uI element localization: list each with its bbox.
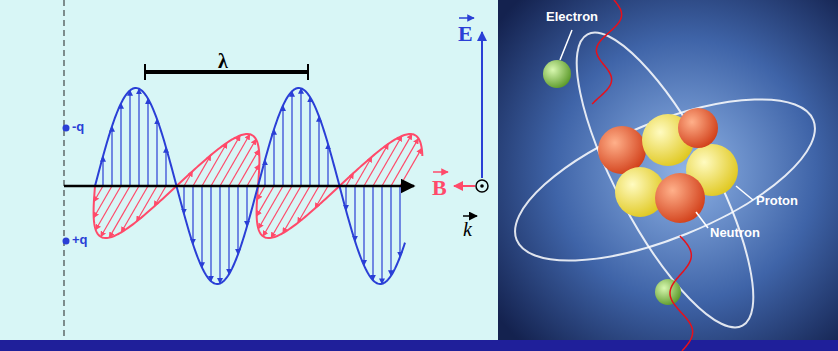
b-field-arrow [382, 134, 412, 186]
wave-squiggle [670, 236, 693, 351]
b-field-arrow [298, 186, 319, 223]
bottom-bar [0, 340, 838, 351]
b-field-arrow [220, 134, 250, 186]
e-field-arrow [273, 129, 274, 186]
field-label: E [458, 22, 473, 46]
b-vector [454, 185, 475, 187]
b-field-arrow [238, 150, 259, 186]
e-field-arrow [381, 186, 382, 284]
neutron-ball [678, 108, 718, 148]
e-field-arrow [399, 186, 400, 257]
dashed-line [64, 0, 65, 340]
b-field-arrow [94, 186, 112, 218]
out-of-page-dot [480, 184, 484, 188]
b-field-arrow [257, 186, 274, 216]
vector-mark [433, 171, 448, 173]
b-field-arrow [193, 155, 211, 186]
e-field-arrow [201, 186, 202, 268]
b-field-arrow [137, 186, 157, 222]
e-field-arrow [192, 186, 193, 244]
wavelength-tick [144, 64, 146, 80]
leader-line [560, 30, 572, 60]
e-field-arrow [129, 90, 130, 186]
axis-arrow [64, 185, 414, 188]
b-field-arrow [355, 157, 372, 186]
charge-dot [63, 238, 70, 245]
e-field-arrow [147, 99, 148, 186]
wavelength-tick [307, 64, 309, 80]
wavelength-label: λ [218, 50, 228, 72]
charge-label: -q [72, 120, 84, 134]
e-field-arrow [327, 144, 328, 186]
e-field-arrow [219, 186, 220, 283]
e-field-arrow [291, 91, 292, 186]
e-field-arrow [309, 97, 310, 186]
b-field-arrow [263, 186, 292, 236]
b-field-arrow [400, 148, 422, 186]
e-vector [481, 32, 483, 178]
wave-panel [0, 0, 498, 340]
e-field-arrow [210, 186, 211, 281]
electron-ball [543, 60, 571, 88]
e-field-arrow [120, 103, 121, 186]
e-field-arrow [282, 106, 283, 186]
e-field-arrow [165, 147, 166, 186]
orbit [545, 12, 785, 348]
atom-panel [498, 0, 838, 340]
e-field-arrow [390, 186, 391, 276]
e-field-arrow [237, 186, 238, 254]
e-field-arrow [300, 88, 301, 186]
e-field-arrow [354, 186, 355, 241]
charge-label: +q [72, 233, 88, 247]
electron-ball [655, 279, 681, 305]
neutron-ball [598, 126, 646, 174]
e-field-arrow [156, 119, 157, 186]
e-field-arrow [246, 186, 247, 226]
part-label: Proton [756, 194, 798, 208]
leader-line [696, 212, 708, 228]
vector-mark [459, 17, 474, 19]
vector-mark [463, 215, 477, 217]
e-field-arrow [111, 126, 112, 186]
part-label: Electron [546, 10, 598, 24]
e-field-arrow [228, 186, 229, 274]
e-field-arrow [372, 186, 373, 280]
orbit [495, 66, 835, 293]
leader-line [736, 186, 753, 200]
e-field-arrow [138, 89, 139, 186]
part-label: Neutron [710, 226, 760, 240]
e-field-arrow [318, 116, 319, 186]
out-of-page-symbol [476, 180, 488, 192]
wave-vector-label: k [463, 218, 472, 240]
e-field-arrow [363, 186, 364, 265]
charge-dot [63, 125, 70, 132]
field-label: B [432, 176, 447, 200]
neutron-ball [655, 173, 705, 223]
